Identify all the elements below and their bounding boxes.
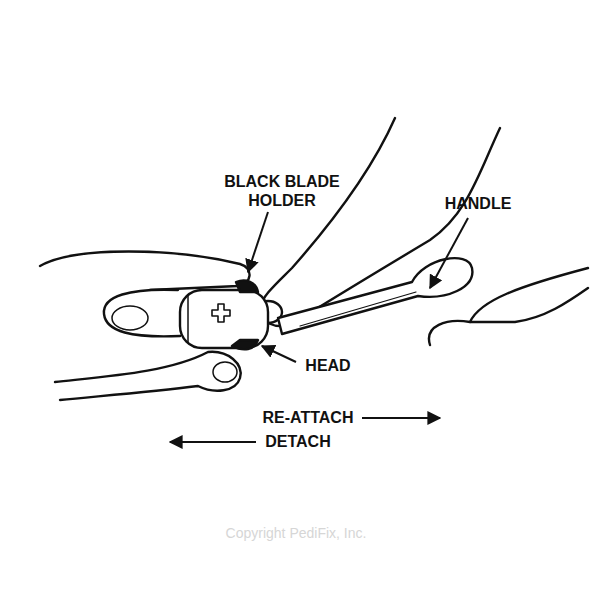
fingernail (213, 362, 237, 382)
direction-label: DETACH (258, 432, 338, 451)
black-blade-holder (236, 280, 258, 292)
part-label: HEAD (298, 356, 358, 375)
part-label: HANDLE (430, 194, 526, 213)
direction-arrow (362, 417, 440, 419)
part-label: BLACK BLADE HOLDER (212, 172, 352, 210)
handle-edge (300, 292, 416, 326)
direction-arrow (170, 441, 256, 443)
leader-line (430, 218, 468, 288)
head-edge (187, 296, 189, 342)
direction-label: RE-ATTACH (258, 408, 358, 427)
cross-screw (212, 304, 230, 322)
leader-line (262, 346, 296, 362)
copyright-watermark: Copyright PediFix, Inc. (160, 524, 432, 543)
left-hand-upper-finger (40, 252, 250, 291)
leader-line (248, 212, 268, 272)
tool-handle (278, 258, 472, 334)
right-hand-finger (429, 288, 588, 345)
left-hand-thumb (55, 352, 241, 400)
right-hand-outline (470, 268, 588, 322)
black-blade-holder (232, 340, 258, 349)
left-hand-index-finger (104, 290, 180, 337)
fingernail (112, 306, 148, 330)
